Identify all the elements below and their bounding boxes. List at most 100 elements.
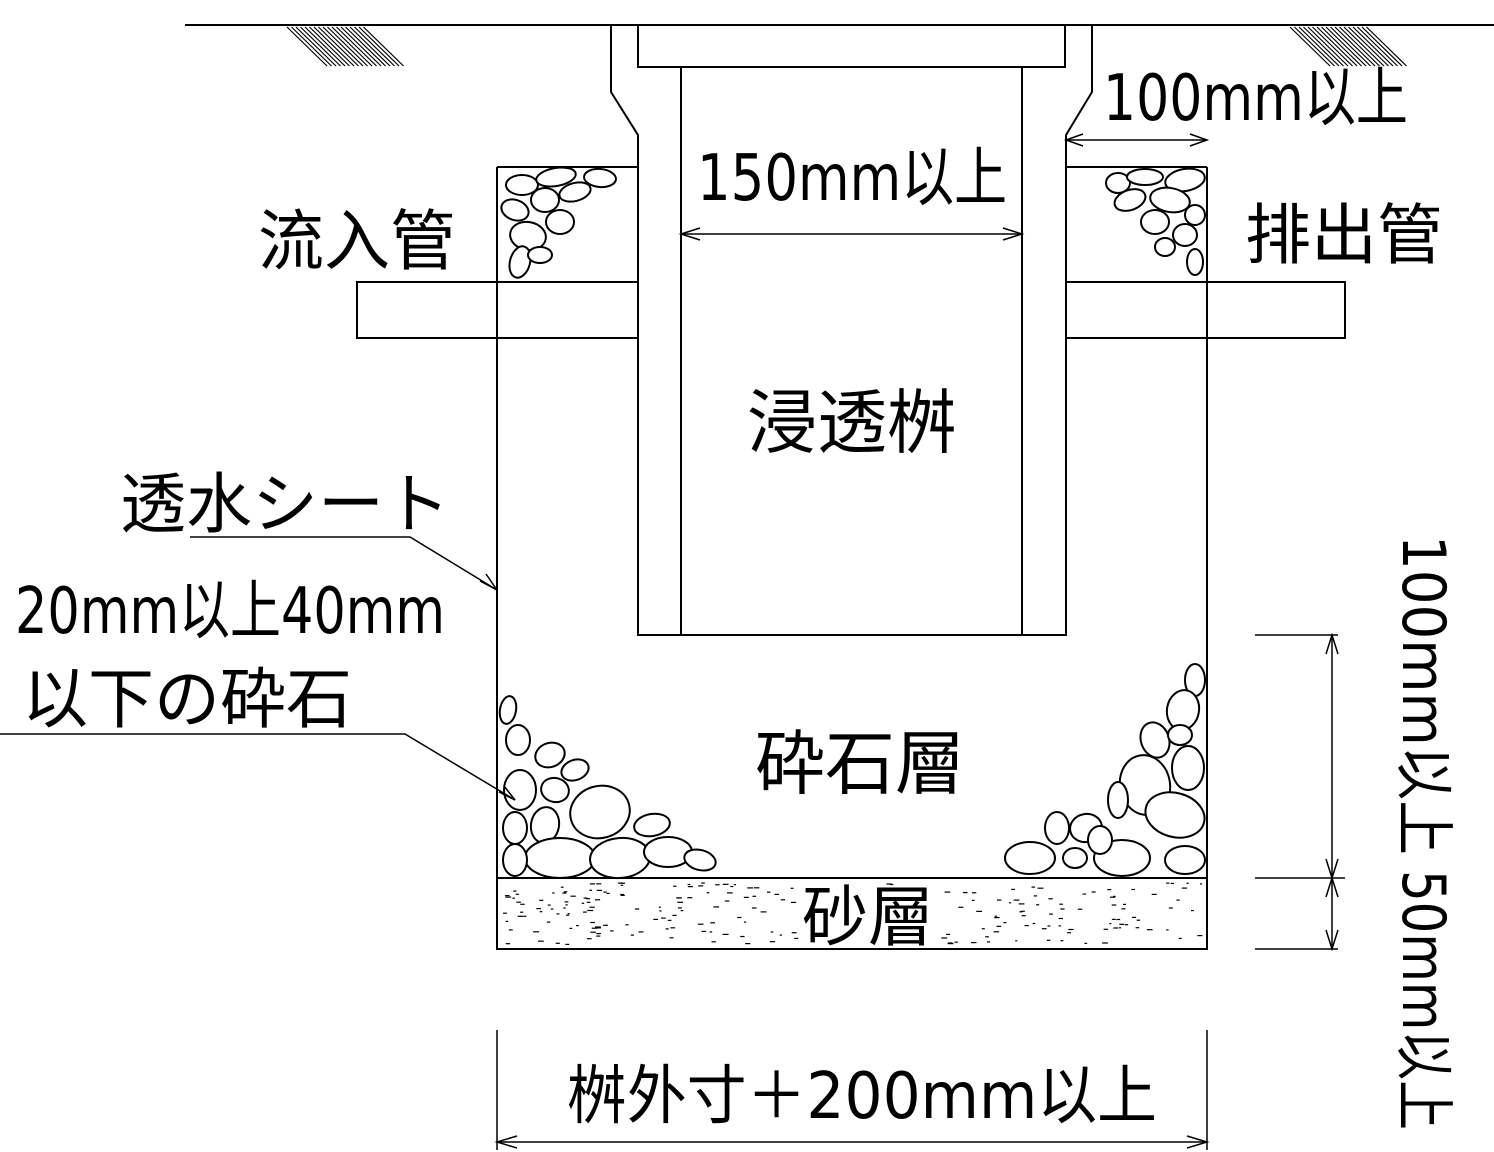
ground-hatch-stroke	[363, 26, 404, 67]
gravel-stone	[1144, 791, 1206, 839]
gravel-stone	[1164, 167, 1206, 193]
ground-hatch-right	[1289, 26, 1407, 67]
ground-hatch-left	[286, 26, 404, 67]
gravel-stone	[505, 174, 539, 196]
gravel-stone	[508, 245, 532, 279]
inlet-pipe	[356, 281, 639, 339]
ground-hatch-stroke	[1289, 26, 1331, 67]
gravel-spec-label-line1: 20mm以上40mm	[15, 575, 445, 649]
ground-hatch-stroke	[1298, 26, 1340, 67]
gravel-stone	[1126, 168, 1164, 186]
gravel-stone	[1044, 811, 1070, 845]
gravel-stone	[545, 209, 575, 235]
gravel-stone	[1172, 223, 1198, 247]
gravel-stone	[502, 811, 528, 845]
ground-hatch-stroke	[340, 26, 382, 67]
pit-outline	[496, 167, 1208, 950]
gravel-stone	[1186, 248, 1204, 276]
gravel-stone	[1164, 845, 1206, 875]
gravel-stone	[524, 837, 596, 879]
gravel-stone	[500, 198, 530, 222]
ground-hatch-stroke	[1357, 26, 1398, 67]
gravel-stone	[569, 784, 631, 840]
side-clearance-dimension-label: 100mm以上	[1103, 62, 1408, 136]
ground-hatch-stroke	[1303, 26, 1344, 67]
depth-dimensions	[1255, 632, 1345, 952]
gravel-spec-label-line2: 以下の砕石	[22, 661, 352, 738]
gravel-stone	[1171, 745, 1205, 791]
ground-hatch-stroke	[1352, 26, 1394, 67]
ground-hatch-stroke	[295, 26, 337, 67]
ground-hatch-stroke	[286, 26, 328, 67]
ground-hatch-stroke	[331, 26, 373, 67]
gravel-stone	[503, 769, 537, 811]
ground-hatch-stroke	[1294, 26, 1335, 67]
ground-hatch-stroke	[1348, 26, 1389, 67]
inner-width-dimension-label: 150mm以上	[697, 142, 1007, 216]
ground-hatch-stroke	[1343, 26, 1385, 67]
gravel-stone	[558, 181, 592, 203]
ground-hatch-stroke	[1312, 26, 1353, 67]
sand-texture	[503, 882, 1203, 946]
gravel-stone	[1062, 847, 1088, 869]
gravel-stone	[1149, 186, 1191, 214]
permeable-sheet-label: 透水シート	[120, 466, 450, 543]
ground-hatch-stroke	[1321, 26, 1362, 67]
ground-hatch-stroke	[1330, 26, 1371, 67]
ground-hatch-stroke	[1334, 26, 1376, 67]
ground-hatch-stroke	[358, 26, 400, 67]
ground-hatch-stroke	[1339, 26, 1380, 67]
ground-hatch-stroke	[313, 26, 355, 67]
inner-width-dimension	[678, 227, 1025, 241]
gravel-stone	[1087, 825, 1113, 855]
gravel-stone	[633, 812, 671, 838]
gravel-stone	[498, 695, 518, 725]
gravel-stone	[534, 741, 566, 769]
outlet-pipe	[1065, 281, 1346, 339]
ground-hatch-stroke	[291, 26, 332, 67]
sand-depth-dimension-label: 50mm以上	[1388, 870, 1458, 1130]
outer-width-dimension-label: 桝外寸＋200mm以上	[567, 1060, 1157, 1134]
gravel-stone	[535, 166, 577, 188]
gravel-stone	[1167, 724, 1193, 746]
gravel-stone	[583, 167, 617, 189]
ground-hatch-stroke	[322, 26, 364, 67]
gravel-stone	[1107, 781, 1129, 819]
ground-hatch-stroke	[349, 26, 391, 67]
gravel-stone	[527, 246, 553, 264]
gravel-stone	[1004, 841, 1056, 875]
gravel-stone	[1113, 188, 1147, 212]
sand-layer-label: 砂層	[802, 879, 934, 956]
gravel-stone	[643, 836, 693, 868]
ground-hatch-stroke	[1361, 26, 1403, 67]
gravel-stone	[502, 843, 528, 877]
ground-hatch-stroke	[345, 26, 386, 67]
gravel-stone	[1140, 209, 1170, 235]
ground-hatch-stroke	[1307, 26, 1349, 67]
gravel-stone	[683, 848, 717, 872]
ground-hatch-stroke	[1316, 26, 1358, 67]
gravel-stone	[589, 836, 651, 880]
ground-hatch-stroke	[1325, 26, 1367, 67]
ground-hatch-stroke	[309, 26, 350, 67]
ground-hatch-stroke	[327, 26, 368, 67]
outlet-pipe-label: 排出管	[1245, 197, 1443, 274]
basin-body	[610, 24, 1093, 636]
gravel-stone	[505, 724, 531, 756]
permeable-sheet-leader	[190, 536, 498, 591]
gravel-stone	[1105, 172, 1131, 194]
gravel-stone	[1154, 237, 1176, 257]
basin-label: 浸透桝	[747, 382, 957, 464]
ground-hatch-stroke	[354, 26, 395, 67]
ground-hatch-stroke	[300, 26, 341, 67]
outer-width-dimension	[494, 1030, 1210, 1150]
gravel-stone	[530, 187, 560, 213]
gravel-stones	[498, 166, 1206, 880]
gravel-depth-dimension-label: 100mm以上	[1388, 535, 1458, 855]
inlet-pipe-label: 流入管	[258, 203, 456, 280]
gravel-stone	[540, 776, 570, 804]
ground-hatch-stroke	[336, 26, 377, 67]
gravel-stone	[560, 758, 590, 782]
gravel-stone	[1184, 204, 1206, 226]
